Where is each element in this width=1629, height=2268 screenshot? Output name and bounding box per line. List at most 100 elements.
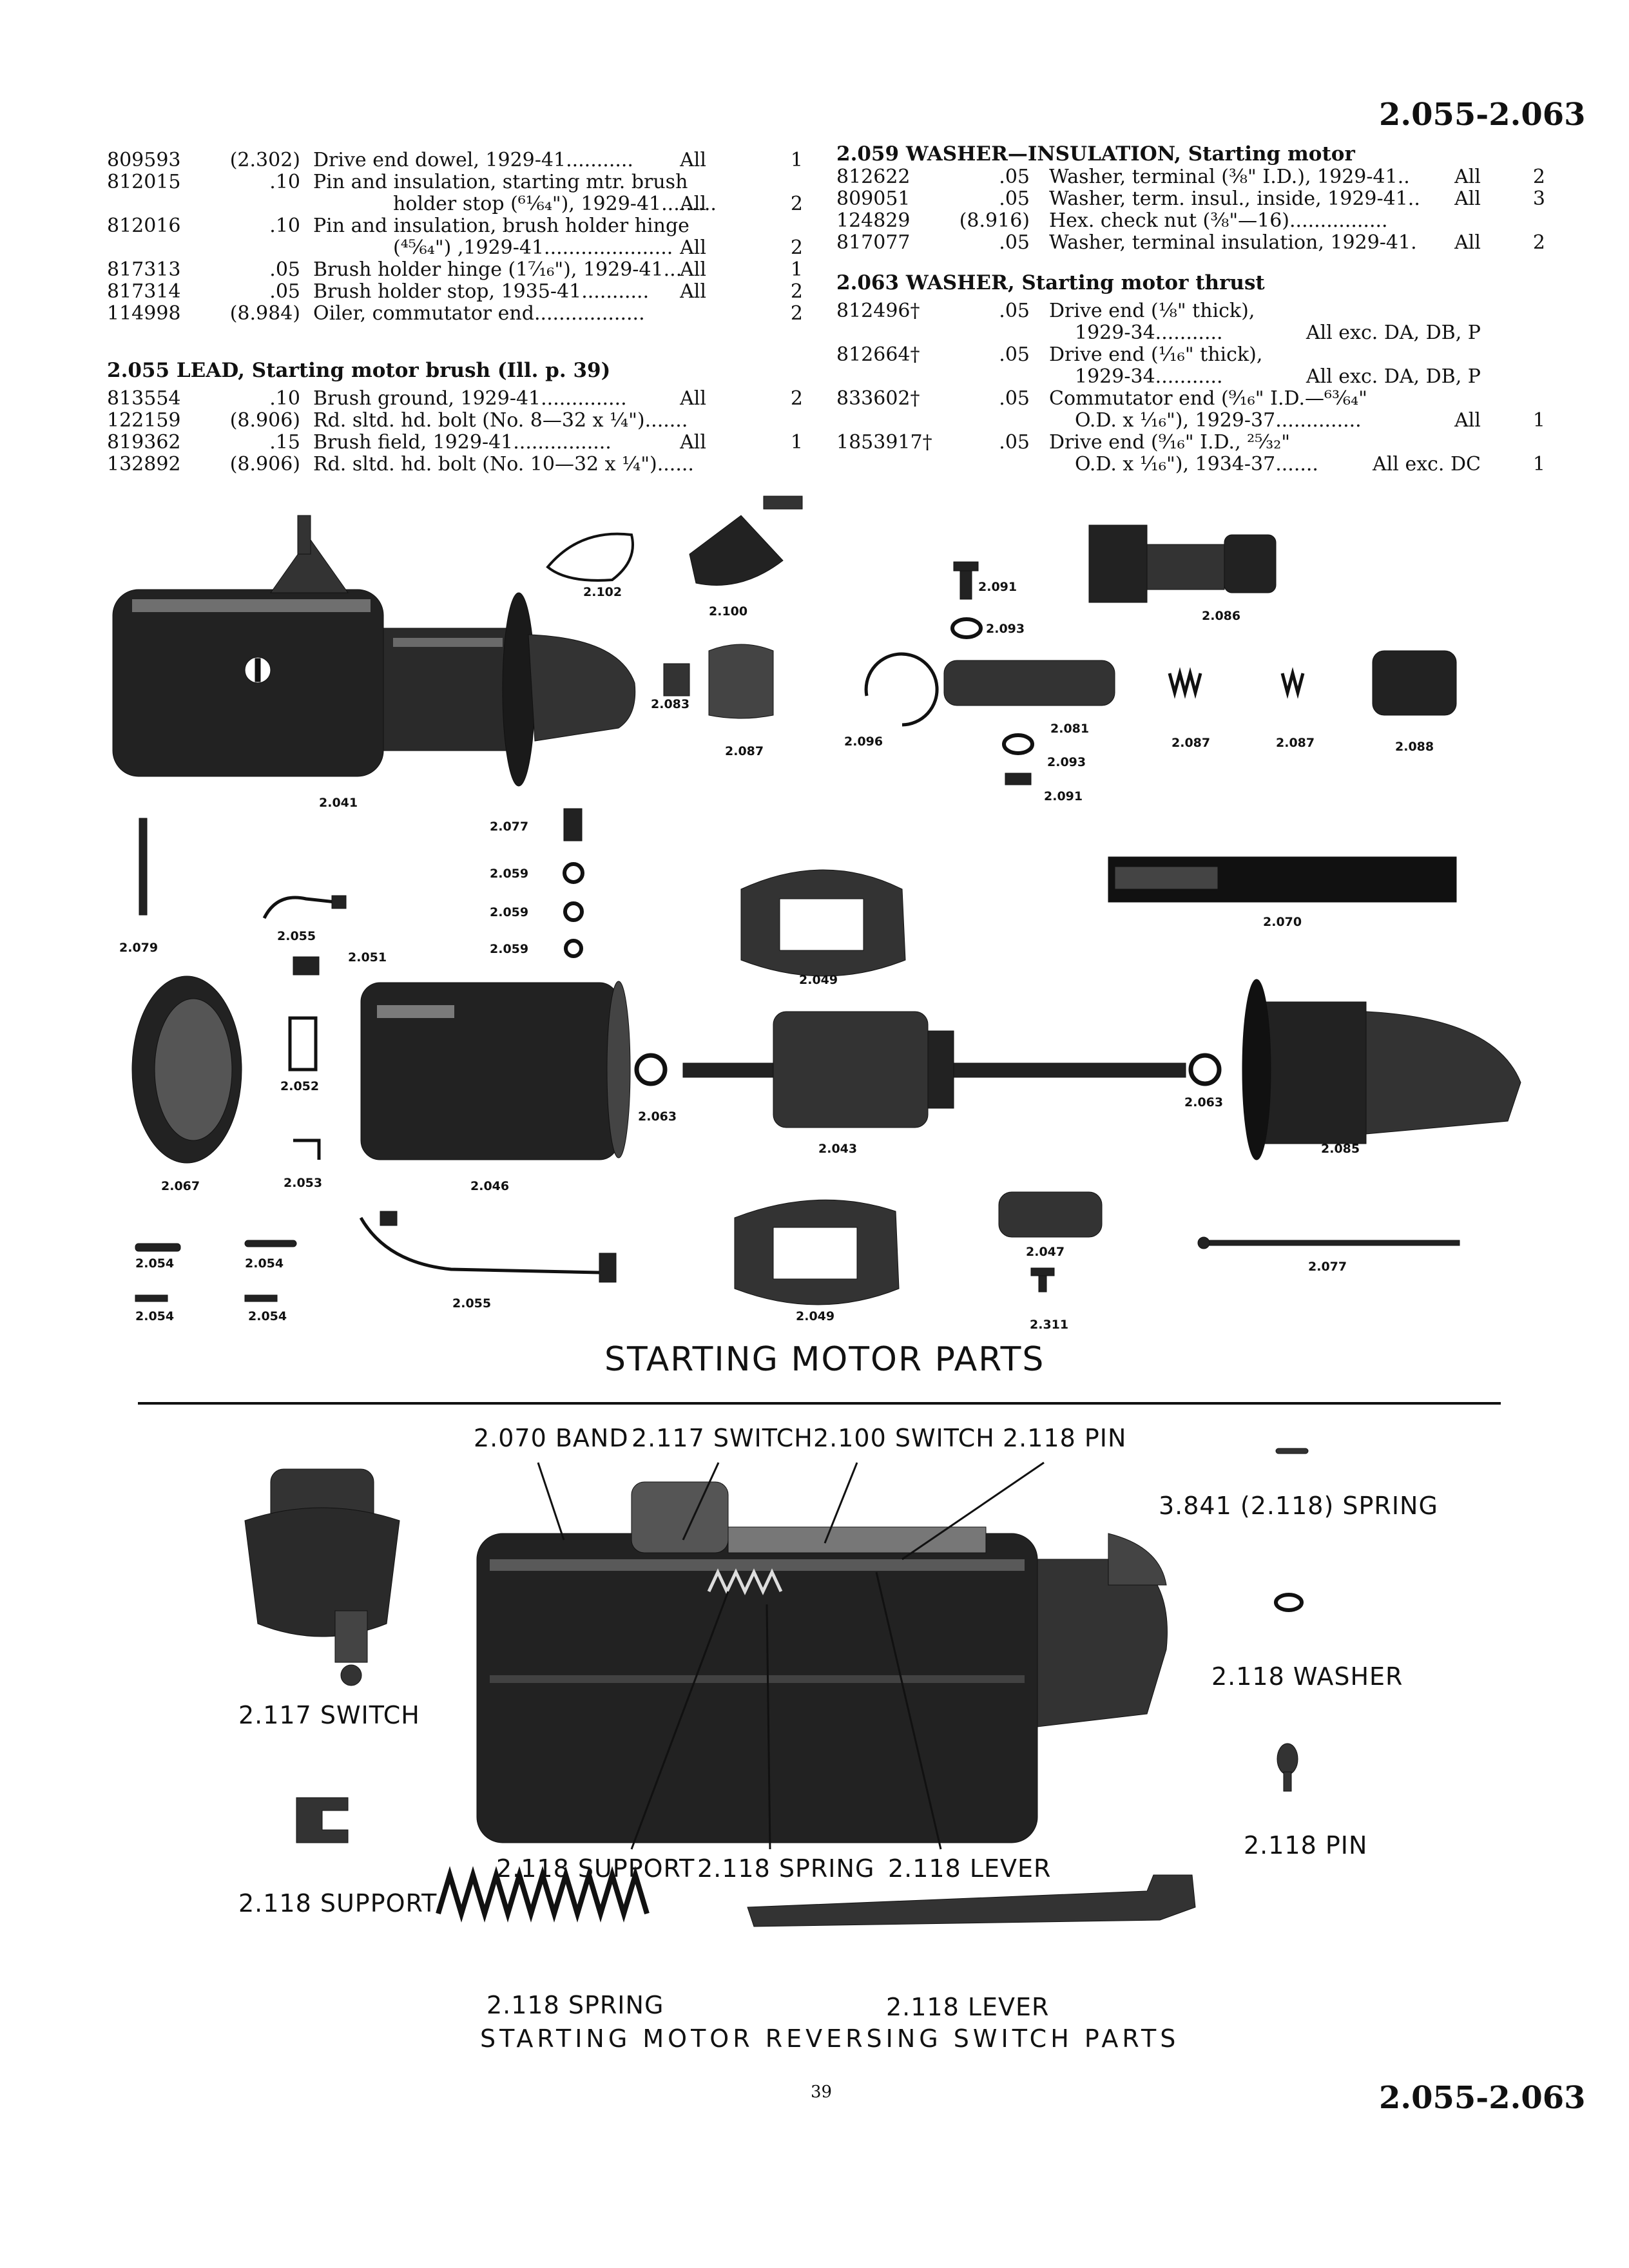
parts-desc: Pin and insulation, brush holder hinge xyxy=(313,215,689,237)
parts-price: (2.302) xyxy=(229,149,300,171)
parts-price: .10 xyxy=(269,387,300,410)
label-pin: 2.118 PIN xyxy=(1244,1831,1368,1860)
parts-desc: Hex. check nut (⅜"—16)................ xyxy=(1049,209,1388,232)
figure-divider xyxy=(138,1402,1501,1405)
parts-row: 1929-34...........All exc. DA, DB, P xyxy=(836,322,1565,344)
parts-row: 812664† .05 Drive end (¹⁄₁₆" thick), xyxy=(836,344,1565,366)
part-number-label: 2.059 xyxy=(490,942,529,956)
parts-desc: Washer, terminal insulation, 1929-41. xyxy=(1049,231,1417,254)
parts-qty: 1 xyxy=(790,258,803,281)
parts-price: (8.906) xyxy=(229,409,300,432)
part-number-label: 2.070 xyxy=(1263,915,1302,929)
parts-desc: O.D. x ¹⁄₁₆"), 1929-37.............. xyxy=(1075,409,1362,432)
section-heading-2063: 2.063 WASHER, Starting motor thrust xyxy=(836,271,1265,294)
callout-support: 2.118 SUPPORT xyxy=(496,1854,695,1883)
parts-app: All xyxy=(680,258,706,281)
part-number-label: 2.087 xyxy=(725,744,764,758)
part-number-label: 2.041 xyxy=(319,796,358,810)
parts-price: .10 xyxy=(269,215,300,237)
parts-part: 812622 xyxy=(836,166,911,188)
part-number-label: 2.052 xyxy=(280,1079,320,1093)
parts-desc: holder stop (⁶¹⁄₆₄"), 1929-41......... xyxy=(393,193,717,215)
starting-motor-assembly-image xyxy=(112,515,636,787)
part-number-label: 2.096 xyxy=(844,735,883,749)
parts-app: All xyxy=(680,387,706,410)
parts-row: 809593(2.302)Drive end dowel, 1929-41...… xyxy=(107,149,816,171)
parts-desc: Brush holder stop, 1935-41........... xyxy=(313,280,650,303)
parts-row: 132892(8.906)Rd. sltd. hd. bolt (No. 10—… xyxy=(107,454,816,476)
parts-part: 813554 xyxy=(107,387,181,410)
parts-desc: Drive end (⁹⁄₁₆" I.D., ²⁵⁄₃₂" xyxy=(1049,431,1291,454)
parts-qty: 2 xyxy=(790,236,803,259)
parts-desc: Drive end (⅛" thick), xyxy=(1049,300,1255,322)
parts-desc: Drive end dowel, 1929-41........... xyxy=(313,149,633,171)
part-number-label: 2.081 xyxy=(1050,722,1090,736)
parts-price: .05 xyxy=(269,258,300,281)
parts-app: All xyxy=(680,236,706,259)
part-number-label: 2.051 xyxy=(348,950,387,965)
part-number-label: 2.055 xyxy=(452,1296,492,1311)
part-number-label: 2.053 xyxy=(284,1176,323,1190)
parts-row: 812496† .05 Drive end (⅛" thick), xyxy=(836,300,1565,322)
parts-desc: Washer, term. insul., inside, 1929-41.. xyxy=(1049,187,1420,210)
parts-desc: Rd. sltd. hd. bolt (No. 8—32 x ¼")......… xyxy=(313,409,688,432)
parts-app: All exc. DC xyxy=(1373,453,1481,476)
part-number-label: 2.091 xyxy=(1044,789,1083,803)
part-number-label: 2.055 xyxy=(277,929,316,943)
figure-title-starting-motor-parts: STARTING MOTOR PARTS xyxy=(604,1340,1045,1379)
parts-price: .15 xyxy=(269,431,300,454)
parts-app: All xyxy=(680,149,706,171)
label-washer: 2.118 WASHER xyxy=(1211,1662,1403,1691)
parts-desc: 1929-34........... xyxy=(1075,322,1223,344)
page-number: 39 xyxy=(811,2082,833,2102)
parts-app: All xyxy=(680,193,706,215)
part-number-label: 2.054 xyxy=(135,1309,175,1323)
parts-desc: Brush field, 1929-41................ xyxy=(313,431,612,454)
part-number-label: 2.077 xyxy=(490,820,529,834)
part-number-label: 2.079 xyxy=(119,941,159,955)
parts-part: 812496† xyxy=(836,300,920,322)
parts-part: 833602† xyxy=(836,387,920,410)
part-number-label: 2.047 xyxy=(1026,1245,1065,1259)
parts-qty: 1 xyxy=(1532,453,1545,476)
parts-part: 812664† xyxy=(836,343,920,366)
part-number-label: 2.049 xyxy=(799,973,838,987)
parts-qty: 2 xyxy=(1532,166,1545,188)
parts-desc: Drive end (¹⁄₁₆" thick), xyxy=(1049,343,1263,366)
parts-price: .05 xyxy=(999,187,1030,210)
parts-qty: 2 xyxy=(790,387,803,410)
part-number-label: 2.063 xyxy=(638,1110,677,1124)
parts-price: .05 xyxy=(999,231,1030,254)
parts-desc: Brush ground, 1929-41.............. xyxy=(313,387,627,410)
parts-price: .05 xyxy=(999,300,1030,322)
callout-band: 2.070 BAND xyxy=(474,1424,629,1452)
parts-row: holder stop (⁶¹⁄₆₄"), 1929-41.........Al… xyxy=(107,193,816,215)
left-parts-column: 809593(2.302)Drive end dowel, 1929-41...… xyxy=(107,149,816,476)
part-number-label: 2.054 xyxy=(245,1256,284,1271)
parts-qty: 2 xyxy=(1532,231,1545,254)
parts-app: All xyxy=(680,431,706,454)
parts-part: 817313 xyxy=(107,258,181,281)
parts-price: .05 xyxy=(999,343,1030,366)
header-range: 2.055-2.063 xyxy=(1379,97,1586,133)
part-number-label: 2.100 xyxy=(709,604,748,619)
callout-switch-2100: 2.100 SWITCH xyxy=(813,1424,995,1452)
parts-qty: 1 xyxy=(790,431,803,454)
parts-qty: 2 xyxy=(790,193,803,215)
part-number-label: 2.091 xyxy=(978,580,1017,594)
parts-part: 817314 xyxy=(107,280,181,303)
parts-row: (⁴⁵⁄₆₄") ,1929-41..................... Al… xyxy=(107,237,816,259)
parts-desc: (⁴⁵⁄₆₄") ,1929-41..................... xyxy=(393,236,673,259)
footer-range: 2.055-2.063 xyxy=(1379,2080,1586,2116)
parts-price: (8.916) xyxy=(959,209,1030,232)
motor-with-reversing-switch-image xyxy=(476,1481,1168,1843)
parts-part: 132892 xyxy=(107,453,181,476)
